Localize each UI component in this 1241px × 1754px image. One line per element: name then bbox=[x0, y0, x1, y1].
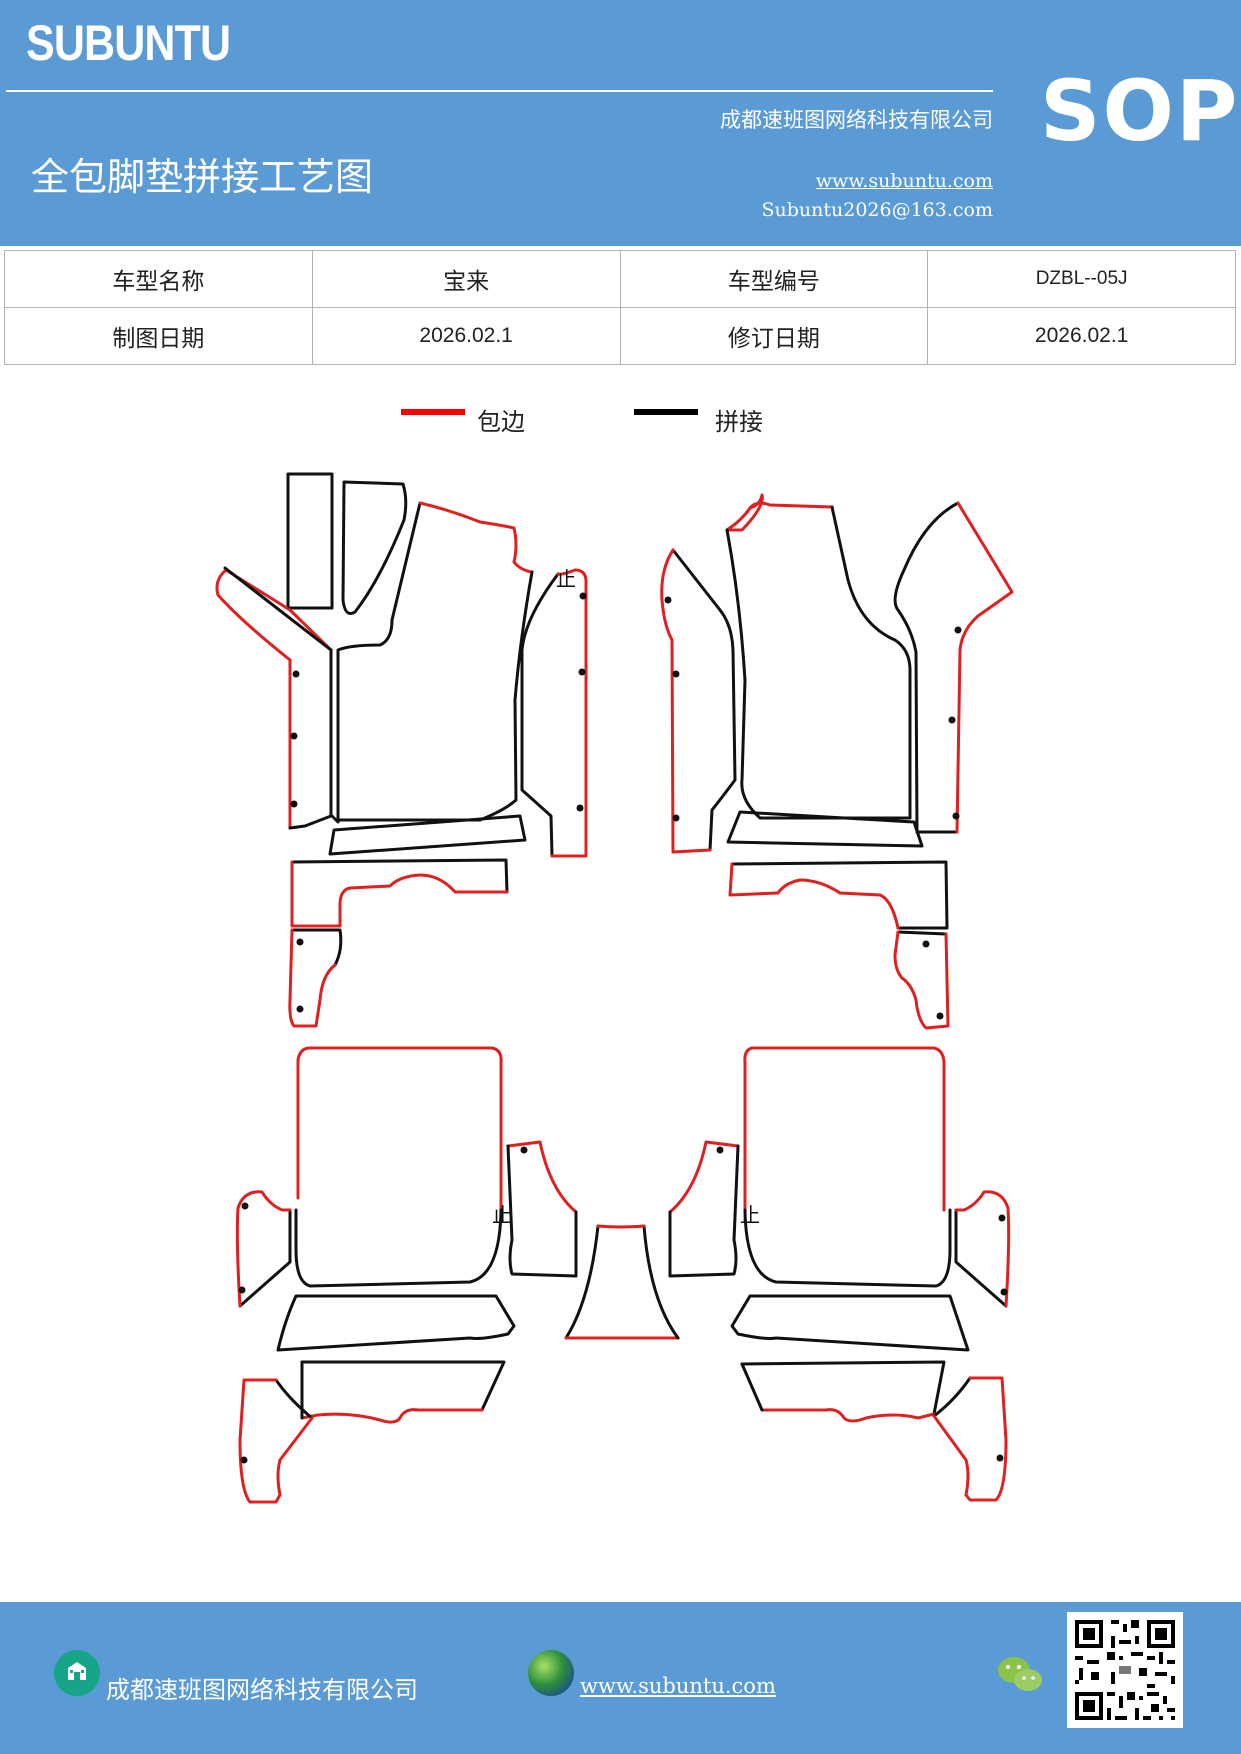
stop-mark: 止 bbox=[740, 1203, 760, 1227]
wechat-icon[interactable] bbox=[996, 1654, 1044, 1696]
pattern-piece bbox=[671, 548, 737, 852]
pattern-piece bbox=[223, 566, 333, 652]
footer-company-name: 成都速班图网络科技有限公司 bbox=[106, 1676, 418, 1704]
qr-code-icon[interactable] bbox=[1067, 1612, 1183, 1728]
pattern-piece bbox=[954, 1208, 1008, 1308]
center-tunnel-mat bbox=[564, 1224, 680, 1340]
pattern-piece bbox=[893, 930, 950, 1030]
rear-right-mat bbox=[668, 1046, 1011, 1502]
mat-pattern-diagram: 止 止 止 bbox=[215, 472, 1014, 1504]
pattern-piece bbox=[740, 1360, 946, 1416]
pattern-piece bbox=[520, 572, 560, 858]
legend-edge-label: 包边 bbox=[477, 408, 525, 436]
pattern-piece bbox=[932, 1376, 972, 1418]
pattern-piece bbox=[743, 1046, 946, 1212]
pattern-piece bbox=[725, 505, 912, 820]
pattern-piece bbox=[955, 501, 1014, 834]
footer-banner: 成都速班图网络科技有限公司 www.subuntu.com bbox=[0, 1602, 1241, 1754]
pattern-piece bbox=[506, 1140, 578, 1214]
model-code-label: 车型编号 bbox=[619, 250, 929, 308]
draw-date-label: 制图日期 bbox=[4, 307, 313, 365]
pattern-piece bbox=[668, 1140, 740, 1214]
pattern-piece bbox=[893, 501, 960, 834]
table-row: 车型名称 宝来 车型编号 DZBL--05J bbox=[4, 250, 1236, 308]
pattern-piece bbox=[290, 928, 343, 967]
building-icon bbox=[54, 1650, 100, 1696]
legend: 包边 拼接 bbox=[0, 398, 1241, 442]
pattern-piece bbox=[896, 930, 948, 936]
pattern-piece bbox=[642, 1224, 680, 1340]
header-banner: SUBUNTU 成都速班图网络科技有限公司 全包脚垫拼接工艺图 www.subu… bbox=[0, 0, 1241, 246]
pattern-piece bbox=[336, 501, 422, 822]
company-name: 成都速班图网络科技有限公司 bbox=[720, 108, 993, 132]
pattern-piece bbox=[294, 1208, 503, 1288]
pattern-piece bbox=[336, 570, 534, 822]
revise-date-label: 修订日期 bbox=[619, 307, 929, 365]
table-row: 制图日期 2026.02.1 修订日期 2026.02.1 bbox=[4, 307, 1236, 365]
pattern-piece bbox=[290, 860, 509, 928]
email-address: Subuntu2026@163.com bbox=[761, 199, 993, 221]
sop-label: SOP bbox=[1040, 62, 1240, 160]
front-right-mat bbox=[660, 493, 1014, 1030]
brand-logo: SUBUNTU bbox=[26, 15, 231, 71]
pattern-piece bbox=[235, 1190, 292, 1308]
model-name-label: 车型名称 bbox=[4, 250, 313, 308]
info-table: 车型名称 宝来 车型编号 DZBL--05J 制图日期 2026.02.1 修订… bbox=[4, 250, 1236, 365]
pattern-piece bbox=[725, 501, 834, 532]
pattern-piece bbox=[238, 1378, 314, 1504]
pattern-piece bbox=[274, 1378, 314, 1420]
pattern-piece bbox=[730, 860, 949, 930]
pattern-piece bbox=[760, 1408, 936, 1423]
pattern-piece bbox=[743, 1208, 952, 1288]
pattern-piece bbox=[932, 1376, 1008, 1502]
pattern-piece bbox=[215, 568, 333, 662]
rear-left-mat bbox=[235, 1046, 578, 1504]
pattern-piece bbox=[288, 648, 333, 830]
pattern-piece bbox=[740, 1362, 764, 1412]
legend-edge-swatch bbox=[401, 409, 465, 415]
pattern-piece bbox=[341, 480, 408, 615]
front-left-mat bbox=[215, 472, 588, 1028]
pattern-piece bbox=[238, 1208, 292, 1308]
pattern-piece bbox=[596, 1224, 646, 1229]
model-name-value: 宝来 bbox=[311, 250, 621, 308]
pattern-piece bbox=[300, 1408, 484, 1424]
stop-mark: 止 bbox=[492, 1203, 512, 1227]
model-code-value: DZBL--05J bbox=[927, 250, 1236, 308]
pattern-piece bbox=[954, 1190, 1011, 1308]
header-divider bbox=[6, 90, 993, 92]
pattern-piece bbox=[564, 1224, 600, 1340]
pattern-piece bbox=[730, 1294, 970, 1352]
pattern-piece bbox=[300, 1360, 506, 1412]
pattern-piece bbox=[296, 1046, 503, 1212]
legend-seam-label: 拼接 bbox=[715, 408, 763, 436]
pattern-piece bbox=[728, 862, 900, 930]
footer-website-link[interactable]: www.subuntu.com bbox=[580, 1674, 776, 1698]
pattern-piece bbox=[668, 1144, 740, 1278]
pattern-piece bbox=[288, 928, 337, 1028]
document-title: 全包脚垫拼接工艺图 bbox=[31, 155, 374, 199]
pattern-piece bbox=[418, 501, 534, 574]
pattern-piece bbox=[276, 1294, 516, 1352]
globe-icon bbox=[528, 1650, 574, 1696]
pattern-piece bbox=[660, 548, 712, 854]
rivet-points bbox=[238, 592, 1008, 1464]
pattern-piece bbox=[290, 858, 509, 894]
pattern-piece bbox=[506, 1144, 578, 1278]
legend-seam-swatch bbox=[634, 409, 698, 415]
pattern-piece bbox=[328, 814, 527, 856]
website-link[interactable]: www.subuntu.com bbox=[815, 170, 993, 192]
pattern-piece bbox=[726, 810, 924, 848]
pattern-piece bbox=[286, 472, 334, 610]
draw-date-value: 2026.02.1 bbox=[311, 307, 621, 365]
revise-date-value: 2026.02.1 bbox=[927, 307, 1236, 365]
stop-mark: 止 bbox=[556, 567, 576, 591]
pattern-piece bbox=[550, 568, 588, 858]
pattern-piece bbox=[330, 814, 340, 824]
